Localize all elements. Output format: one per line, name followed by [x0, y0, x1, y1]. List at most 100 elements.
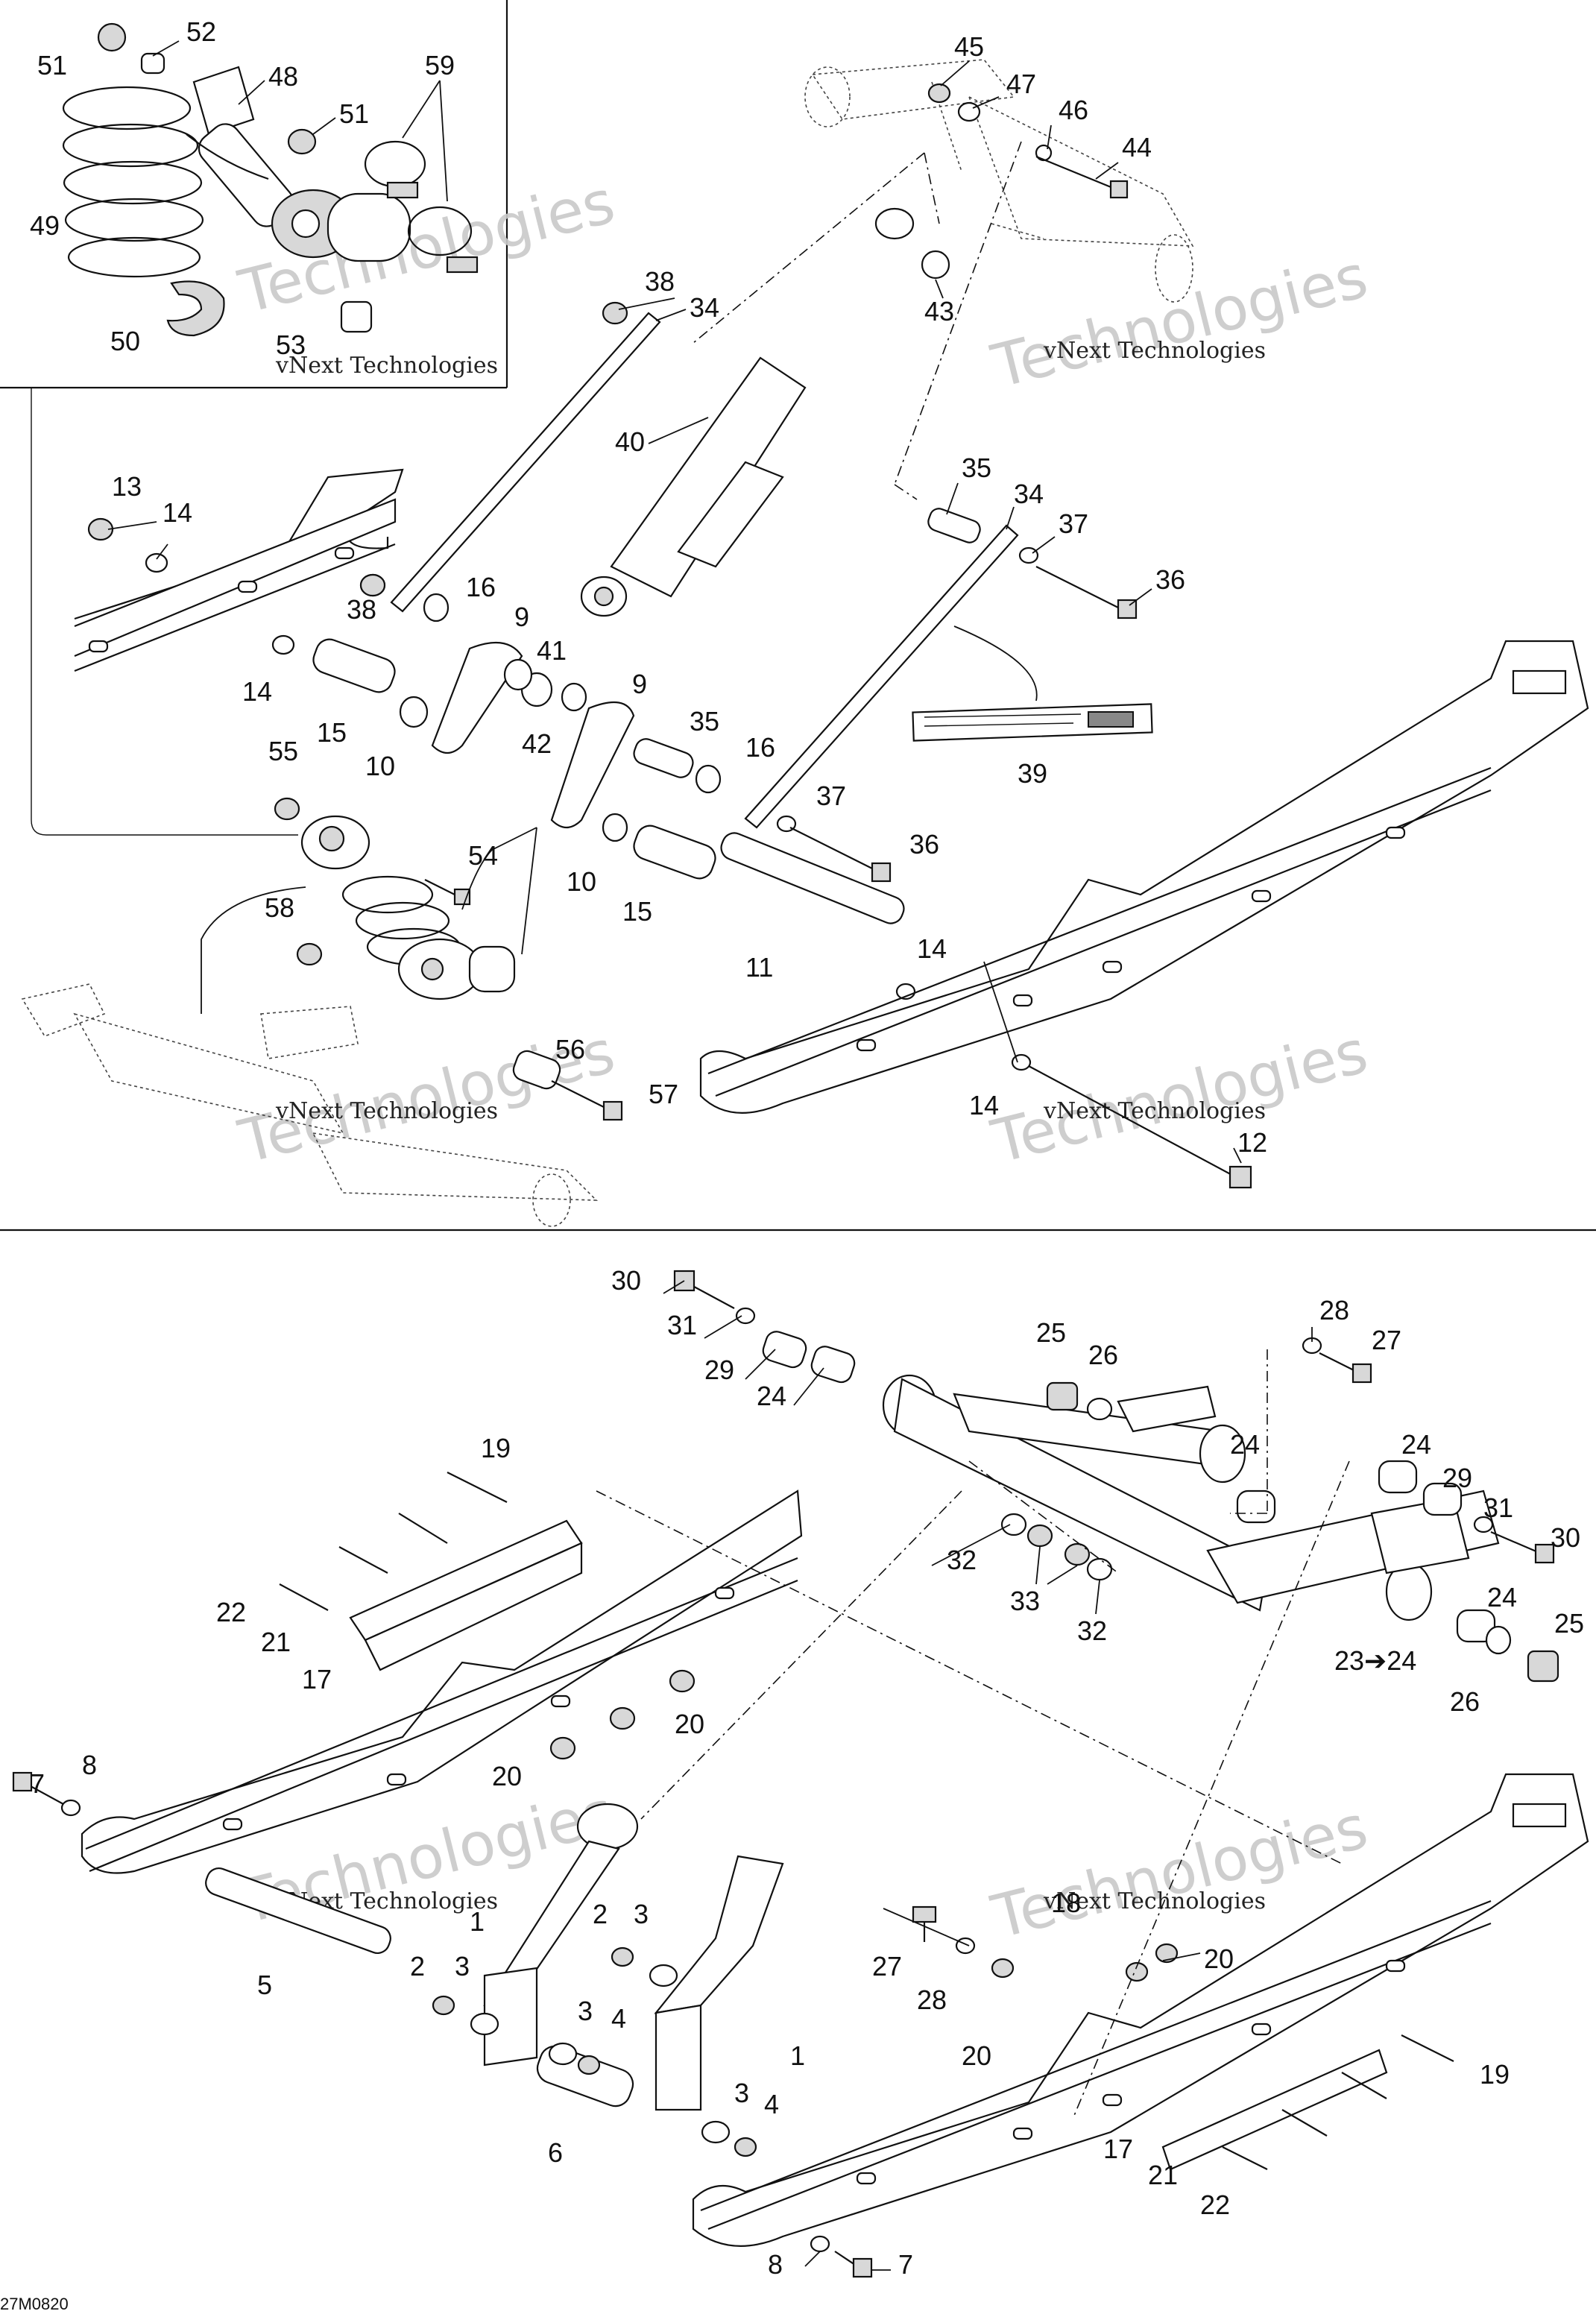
warning-decal	[912, 703, 1153, 742]
assembly-lines-bottom	[596, 1349, 1350, 2118]
bolt	[789, 827, 892, 883]
bushing	[762, 1331, 807, 1369]
callout-35: 35	[690, 706, 719, 737]
nut	[287, 128, 317, 155]
watermark-text: Technologies	[985, 242, 1374, 402]
bolt	[1490, 1530, 1555, 1564]
callout-3: 3	[634, 1899, 649, 1929]
washer	[1086, 1397, 1113, 1421]
callout-54: 54	[468, 840, 498, 871]
slide-rail-left	[81, 1489, 803, 1874]
bushing	[423, 593, 450, 622]
callout-14: 14	[969, 1090, 999, 1120]
callout-36: 36	[1155, 564, 1185, 595]
washer	[503, 658, 533, 691]
spacer	[633, 738, 694, 778]
washer	[1473, 1516, 1494, 1533]
bushing	[1236, 1489, 1276, 1524]
washer	[271, 634, 295, 655]
callout-32: 32	[1077, 1615, 1107, 1646]
callout-53: 53	[276, 330, 306, 360]
upper-arm-assembly	[882, 1374, 1500, 1621]
callout-1: 1	[470, 1906, 485, 1937]
callout-7: 7	[30, 1768, 45, 1799]
callout-36: 36	[909, 829, 939, 860]
watermark-text: vNext Technologies	[275, 353, 498, 379]
callout-25: 25	[1554, 1608, 1584, 1639]
spacer	[312, 638, 396, 693]
callout-24: 24	[1487, 1582, 1517, 1612]
inset-shock-assembly	[62, 22, 479, 337]
nut	[274, 797, 300, 821]
washer	[957, 101, 981, 122]
callout-8: 8	[82, 1750, 97, 1780]
callout-14: 14	[917, 933, 947, 964]
wear-strip	[349, 1519, 583, 1671]
bolt-set	[1222, 2034, 1454, 2170]
rocker-arm	[431, 641, 523, 754]
bushing	[140, 52, 165, 75]
callout-11: 11	[745, 952, 773, 983]
washer	[548, 2042, 578, 2066]
callout-49: 49	[30, 210, 60, 241]
flanged-bushing	[1527, 1650, 1559, 1683]
bushing	[921, 250, 950, 280]
rear-shock-absorber	[580, 207, 915, 617]
bushing	[1456, 1609, 1496, 1643]
callout-34: 34	[690, 292, 719, 323]
bolt	[673, 1270, 735, 1309]
callout-52: 52	[186, 16, 216, 47]
bushing	[399, 696, 429, 728]
bushing	[1378, 1460, 1418, 1494]
callout-3: 3	[578, 1996, 593, 2026]
washer	[1086, 1557, 1113, 1581]
callout-21: 21	[261, 1627, 291, 1657]
callout-28: 28	[1319, 1295, 1349, 1325]
nut	[296, 942, 323, 966]
callout-24: 24	[1230, 1429, 1260, 1460]
bushing	[1422, 1482, 1463, 1516]
spring-clip	[166, 280, 225, 337]
cross-shaft	[720, 832, 905, 924]
washer	[1018, 546, 1039, 564]
callout-35: 35	[962, 453, 991, 483]
rear-arm-phantom	[804, 59, 1194, 303]
callout-8: 8	[768, 2249, 783, 2280]
washer	[895, 983, 916, 1000]
callout-27: 27	[872, 1951, 902, 1982]
nut	[1155, 1943, 1179, 1964]
callout-21: 21	[1148, 2160, 1178, 2190]
callout-15: 15	[622, 896, 652, 927]
callout-30: 30	[611, 1265, 641, 1296]
nut	[1125, 1961, 1149, 1982]
callout-7: 7	[898, 2249, 913, 2280]
washer	[649, 1964, 678, 1987]
callout-17: 17	[1103, 2134, 1133, 2164]
callout-31: 31	[667, 1310, 697, 1340]
washer	[1000, 1513, 1027, 1536]
callout-28: 28	[917, 1984, 947, 2015]
callout-40: 40	[615, 426, 645, 457]
bolt	[12, 1771, 64, 1805]
callout-2: 2	[593, 1899, 608, 1929]
bushing	[810, 1346, 856, 1384]
nut	[669, 1669, 696, 1693]
callout-48: 48	[268, 61, 298, 92]
callout-5: 5	[257, 1970, 272, 2000]
rocker-arm	[550, 701, 635, 829]
washer	[561, 682, 587, 712]
callout-26: 26	[1088, 1340, 1118, 1370]
link-rod-lower	[744, 524, 1019, 829]
nut	[991, 1958, 1015, 1979]
callout-31: 31	[1483, 1492, 1513, 1523]
bolt	[1319, 1352, 1372, 1384]
callout-45: 45	[954, 31, 984, 62]
nut	[549, 1736, 576, 1760]
callout-13: 13	[112, 471, 142, 502]
callout-14: 14	[242, 676, 272, 707]
hose-clamp	[364, 140, 479, 274]
document-id: 27M0820	[0, 2295, 69, 2313]
callout-59: 59	[425, 50, 455, 81]
bolt	[1035, 155, 1129, 199]
callout-43: 43	[924, 296, 954, 327]
